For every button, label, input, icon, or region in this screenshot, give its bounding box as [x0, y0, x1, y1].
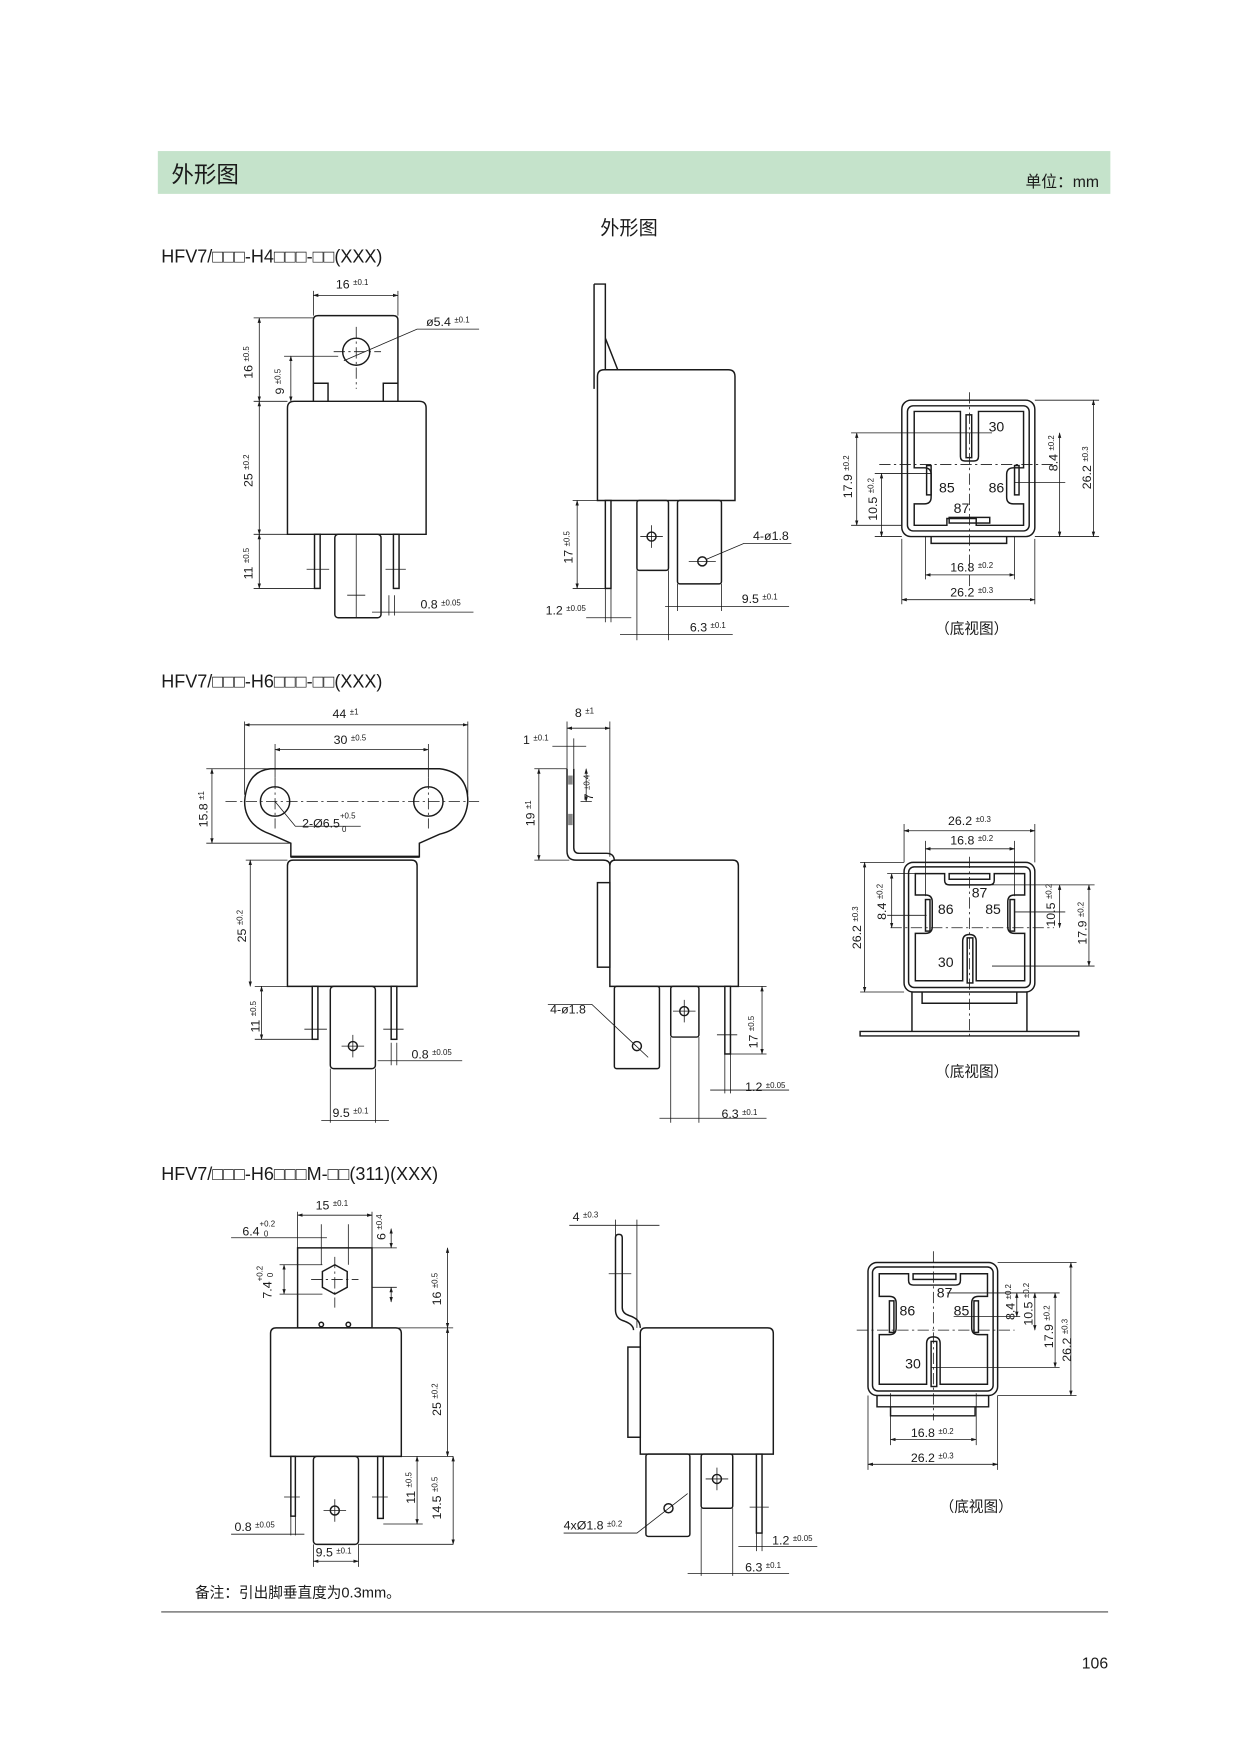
dim-17-9: 17.9 ±0.2 [1042, 1305, 1056, 1348]
figure-title: 外形图 [600, 217, 657, 239]
dim-pin-length: 11 ±0.5 [242, 547, 256, 579]
pin-label-86: 86 [938, 901, 954, 917]
unit-label: 单位：mm [1026, 173, 1100, 191]
dim-pin-thickness: 1.2 ±0.05 [772, 1533, 813, 1547]
dim-width: 16 ±0.1 [336, 278, 369, 292]
bottom-view-caption: （底视图） [935, 621, 1008, 638]
dim-pitch: 16.8 ±0.2 [950, 561, 993, 575]
dim-body-height: 25 ±0.2 [242, 454, 256, 486]
dim-10-5: 10.5 ±0.2 [1022, 1283, 1036, 1326]
dim-8-4: 8.4 ±0.2 [1004, 1284, 1018, 1320]
dim-10-5: 10.5 ±0.2 [1044, 884, 1058, 927]
dim-flange-height: 15.8 ±1 [196, 791, 210, 827]
dim-17-9: 17.9 ±0.2 [1076, 902, 1090, 945]
dim-height: 26.2 ±0.3 [850, 906, 864, 949]
dim-width: 44 ±1 [333, 707, 359, 721]
header-band [157, 151, 1111, 194]
dim-offset: 8 ±1 [575, 706, 594, 720]
dim-hex-width: 7.4+0.20 [256, 1266, 275, 1299]
dim-pin-length: 17 ±0.5 [562, 531, 576, 564]
page-number: 106 [1082, 1655, 1109, 1672]
pin-label-87: 87 [972, 884, 988, 900]
dim-tab-width: 6.3 ±0.1 [745, 1560, 781, 1574]
dim-width: 26.2 ±0.3 [911, 1451, 954, 1465]
dim-body-height: 25 ±0.2 [235, 910, 249, 943]
dim-pin-length: 17 ±0.5 [747, 1015, 761, 1048]
dim-tab-width: 6.3 ±0.1 [721, 1107, 757, 1121]
pin-label-86: 86 [900, 1303, 916, 1319]
bottom-view-caption: （底视图） [935, 1064, 1008, 1081]
dim-height: 26.2 ±0.3 [1080, 446, 1094, 489]
bottom-view-h6m: 87 86 85 30 8.4 ±0.2 10.5 ±0.2 17.9 ±0.2… [856, 1251, 1077, 1516]
pin-label-86: 86 [989, 480, 1005, 496]
pin-label-30: 30 [905, 1355, 921, 1371]
dim-width: 26.2 ±0.3 [948, 814, 991, 828]
dim-pitch: 16.8 ±0.2 [950, 833, 993, 847]
dim-8-4: 8.4 ±0.2 [1046, 435, 1060, 471]
dim-width: 26.2 ±0.3 [950, 585, 993, 599]
dim-bracket-height: 16 ±0.5 [242, 346, 256, 379]
dim-hole: ø5.4 ±0.1 [426, 315, 470, 329]
dim-pin-thickness: 1.2 ±0.05 [546, 603, 587, 617]
dim-17-9: 17.9 ±0.2 [841, 455, 855, 498]
section-title: 外形图 [171, 163, 239, 188]
note: 备注：引出脚垂直度为0.3mm。 [195, 1584, 401, 1601]
pin-label-30: 30 [989, 419, 1005, 435]
side-view-h6: 8 ±1 1 ±0.1 19 ±1 7 ±0.4 4-ø1.8 17 ±0.5 … [523, 706, 790, 1123]
pin-label-85: 85 [954, 1303, 970, 1319]
model-label-h6m: HFV7/□□□-H6□□□M-□□(311)(XXX) [161, 1164, 438, 1184]
dim-pin-thickness: 1.2 ±0.05 [745, 1080, 786, 1094]
dim-tab-width: 6.3 ±0.1 [690, 620, 726, 634]
dim-pin-length: 11 ±0.5 [404, 1472, 418, 1504]
dim-bracket-height: 16 ±0.5 [430, 1272, 444, 1305]
dim-holes: 4-ø1.8 [550, 1002, 586, 1016]
dim-thickness: 1 ±0.1 [523, 733, 549, 747]
side-view-h4: 17 ±0.5 4-ø1.8 1.2 ±0.05 6.3 ±0.1 9.5 ±0… [546, 283, 792, 641]
dim-height: 26.2 ±0.3 [1060, 1318, 1074, 1361]
bottom-view-caption: （底视图） [940, 1499, 1013, 1516]
dim-width: 15 ±0.1 [316, 1199, 349, 1213]
dim-8-4: 8.4 ±0.2 [875, 884, 889, 920]
model-label-h4: HFV7/□□□-H4□□□-□□(XXX) [161, 247, 382, 267]
side-view-h6m: 4 ±0.3 4xØ1.8 ±0.2 1.2 ±0.05 6.3 ±0.1 [563, 1210, 818, 1576]
dim-10-5: 10.5 ±0.2 [866, 478, 880, 521]
dim-body-height: 25 ±0.2 [430, 1383, 444, 1416]
dim-pin-width: 0.8 ±0.05 [234, 1520, 275, 1534]
front-view-h4: 16 ±0.1 ø5.4 ±0.1 16 ±0.5 9 ±0.5 25 ±0.2… [242, 278, 480, 619]
pin-label-85: 85 [939, 480, 955, 496]
model-label-h6: HFV7/□□□-H6□□□-□□(XXX) [161, 672, 382, 692]
dim-terminal-width: 9.5 ±0.1 [742, 592, 778, 606]
dim-hole-height: 7 ±0.4 [582, 774, 596, 800]
dim-pin-width: 0.8 ±0.05 [411, 1047, 452, 1061]
pin-label-87: 87 [937, 1284, 953, 1300]
dim-terminal-width: 9.5 ±0.1 [316, 1546, 352, 1560]
dim-pin-width: 0.8 ±0.05 [420, 598, 461, 612]
pin-label-87: 87 [954, 500, 970, 516]
dim-hex-offset: 6 ±0.4 [375, 1214, 389, 1240]
pin-label-85: 85 [985, 901, 1001, 917]
dim-flange-height: 19 ±1 [523, 800, 537, 826]
dim-terminal-length: 14.5 ±0.5 [430, 1476, 444, 1519]
dim-holes: 4xØ1.8 ±0.2 [564, 1519, 623, 1533]
dim-terminal-width: 9.5 ±0.1 [333, 1106, 369, 1120]
dim-hole-pitch: 30 ±0.5 [334, 733, 367, 747]
dim-pin-length: 11 ±0.5 [248, 1000, 262, 1032]
bottom-view-h6: 87 86 85 30 26.2 ±0.3 16.8 ±0.2 8.4 ±0.2… [850, 814, 1095, 1081]
pin-label-30: 30 [938, 954, 954, 970]
dim-hole-height: 9 ±0.5 [273, 368, 287, 394]
bottom-view-h4: 30 85 86 87 17.9 ±0.2 10.5 ±0.2 8.4 ±0.2… [841, 392, 1100, 638]
dim-offset: 4 ±0.3 [573, 1210, 599, 1224]
dim-holes: 4-ø1.8 [753, 529, 789, 543]
dim-pitch: 16.8 ±0.2 [911, 1426, 954, 1440]
